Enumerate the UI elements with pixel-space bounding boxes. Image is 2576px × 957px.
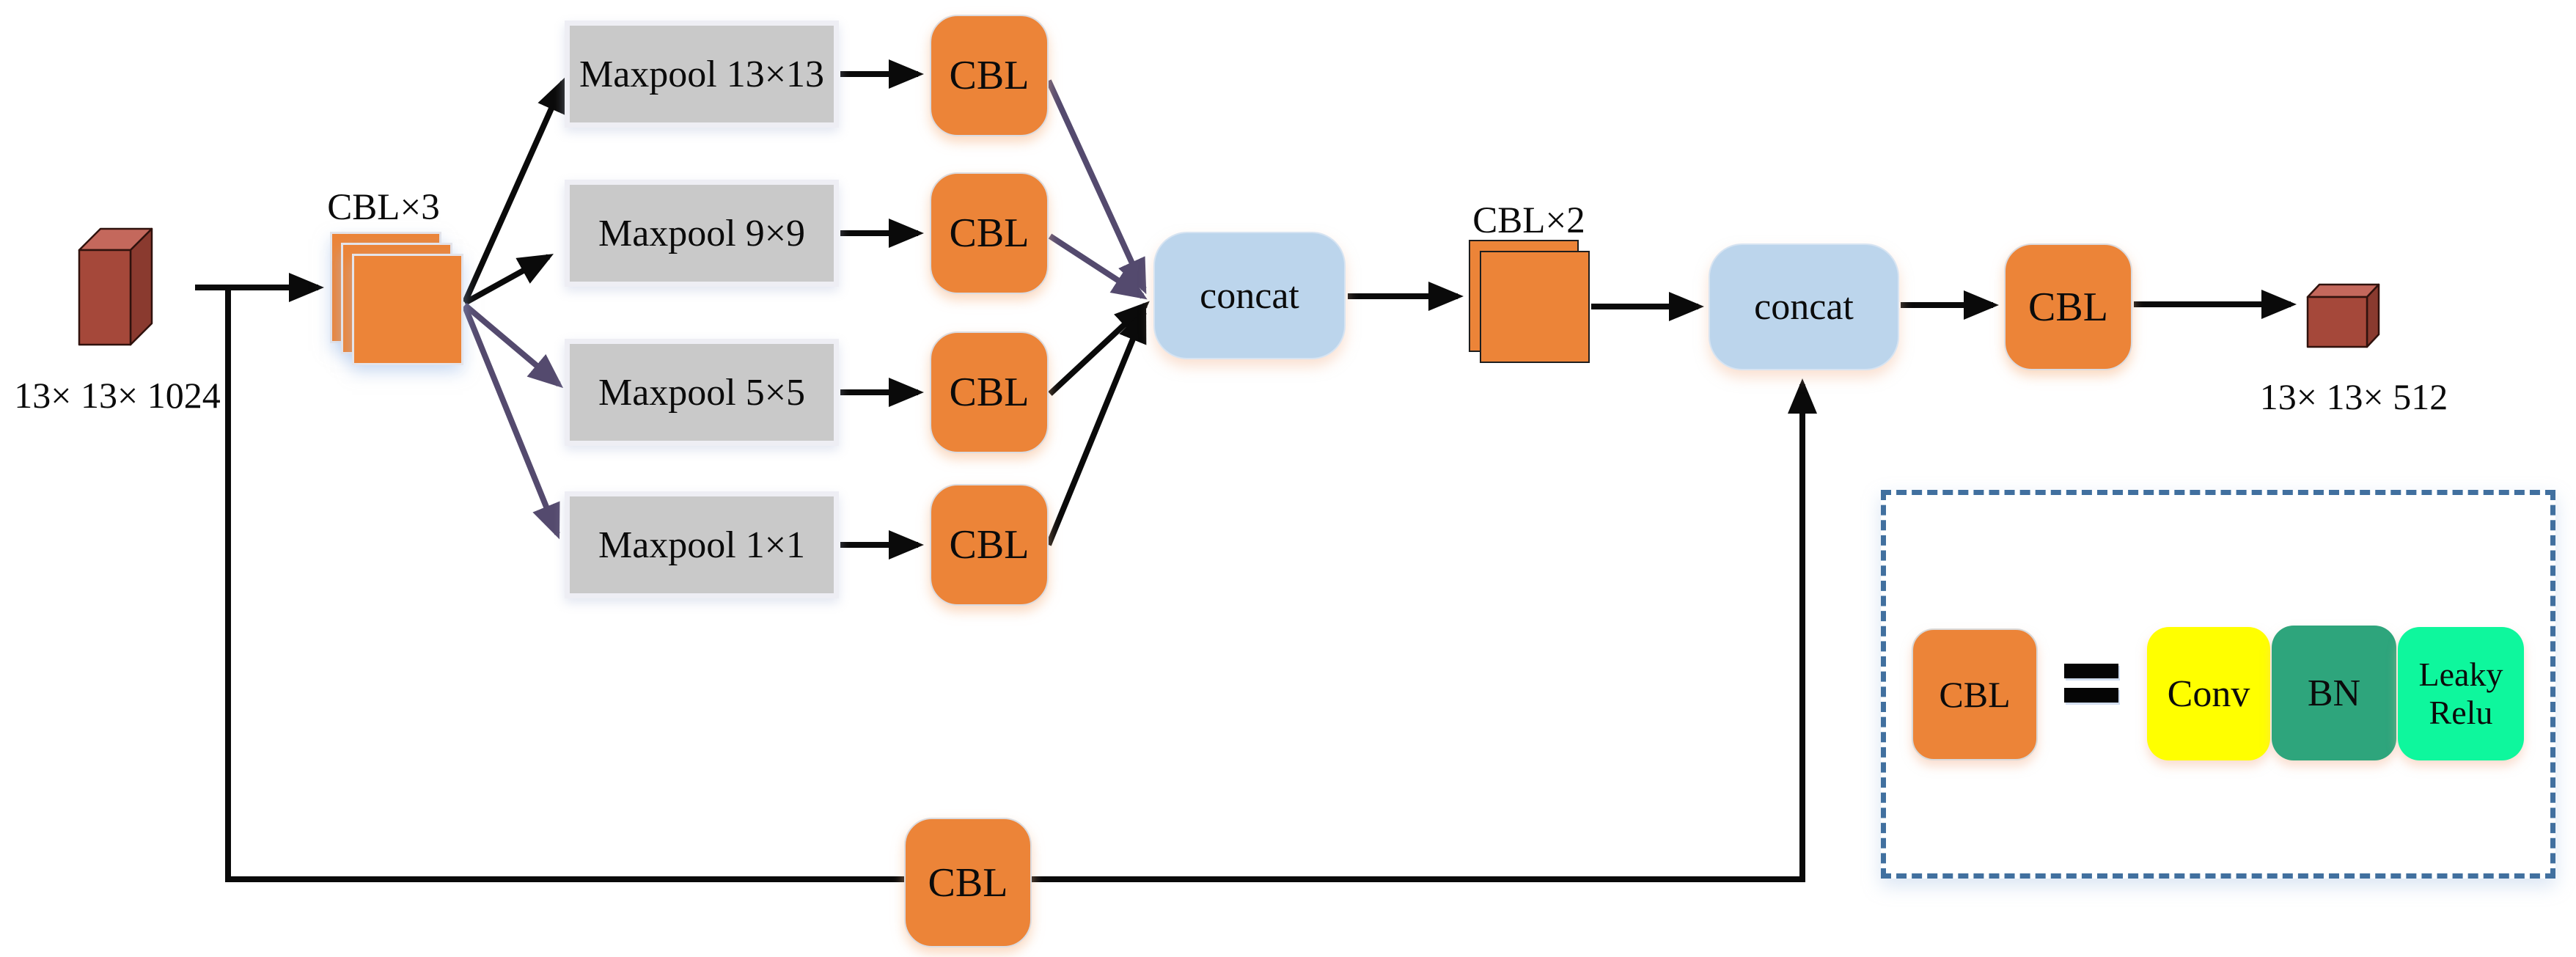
final-cbl-label: CBL <box>2028 284 2108 330</box>
maxpool-1x1-label: Maxpool 1×1 <box>598 524 806 566</box>
arrow-cbl1-to-concat <box>1046 79 1147 295</box>
input-tensor-cube <box>78 227 153 346</box>
legend-conv-block: Conv <box>2147 627 2270 760</box>
arrow-skip-up-to-concat2 <box>1032 378 1817 882</box>
concat-right-block: concat <box>1709 243 1899 370</box>
legend-cbl-block: CBL <box>1912 628 2038 760</box>
arrow-cbl4-to-concat <box>1046 307 1147 546</box>
branch-cbl-1-block: CBL <box>930 15 1049 136</box>
input-dim-label: 13× 13× 1024 <box>14 375 221 416</box>
branch-cbl-4-block: CBL <box>930 484 1049 606</box>
branch-cbl-4-label: CBL <box>949 522 1030 568</box>
skip-cbl-block: CBL <box>904 818 1032 947</box>
concat-left-block: concat <box>1153 232 1346 359</box>
arrow-cbl2-to-concat <box>1048 233 1148 300</box>
legend-cbl-label: CBL <box>1939 674 2011 715</box>
maxpool-1x1-block: Maxpool 1×1 <box>565 491 839 598</box>
arrow-cbl3-to-maxpool5 <box>463 302 564 389</box>
equals-bar-top <box>2064 664 2118 678</box>
arrow-cbl3-to-maxpool9 <box>463 254 554 306</box>
legend-bn-block: BN <box>2272 626 2396 760</box>
maxpool-5x5-block: Maxpool 5×5 <box>565 339 839 446</box>
branch-cbl-2-block: CBL <box>930 172 1049 294</box>
cbl3-stack-label: CBL×3 <box>327 187 440 228</box>
maxpool-9x9-label: Maxpool 9×9 <box>598 212 806 254</box>
final-cbl-block: CBL <box>2004 243 2132 370</box>
cbl2-stack-label: CBL×2 <box>1472 200 1585 241</box>
maxpool-9x9-block: Maxpool 9×9 <box>565 180 839 287</box>
output-dim-label: 13× 13× 512 <box>2259 376 2448 417</box>
concat-left-label: concat <box>1200 274 1299 317</box>
equals-bar-bottom <box>2064 688 2118 703</box>
cbl3-stack-square-front <box>352 254 463 365</box>
skip-cbl-label: CBL <box>928 859 1008 906</box>
concat-right-label: concat <box>1754 286 1854 328</box>
line-skip-down-across <box>225 285 904 882</box>
maxpool-13x13-label: Maxpool 13×13 <box>579 53 825 95</box>
branch-cbl-3-block: CBL <box>930 331 1049 453</box>
cbl2-stack-square-front <box>1480 251 1590 363</box>
legend-leaky-relu-label: Leaky Relu <box>2418 656 2503 731</box>
legend-leaky-relu-block: Leaky Relu <box>2398 627 2524 760</box>
branch-cbl-1-label: CBL <box>949 53 1030 98</box>
output-tensor-cube <box>2306 283 2380 348</box>
maxpool-13x13-block: Maxpool 13×13 <box>565 21 839 128</box>
legend-box: CBL Conv BN Leaky Relu <box>1881 490 2555 879</box>
branch-cbl-3-label: CBL <box>949 370 1030 415</box>
legend-bn-label: BN <box>2307 672 2361 714</box>
arrow-cbl3-to-maxpool13 <box>462 76 566 304</box>
branch-cbl-2-label: CBL <box>949 210 1030 256</box>
legend-conv-label: Conv <box>2167 672 2250 715</box>
equals-icon <box>2064 664 2118 703</box>
arrow-cbl3-to-maxpool1 <box>462 305 560 540</box>
maxpool-5x5-label: Maxpool 5×5 <box>598 371 806 414</box>
